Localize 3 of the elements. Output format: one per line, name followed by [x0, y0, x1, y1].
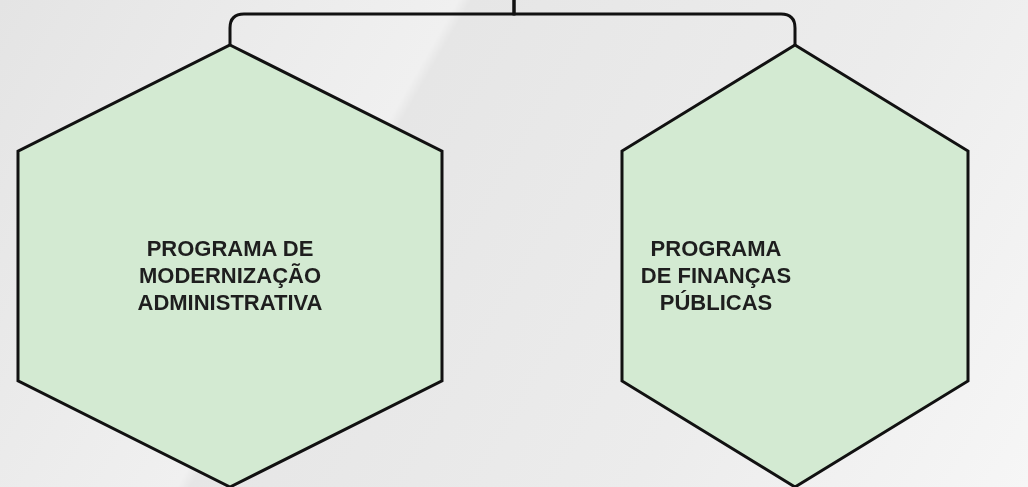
program-title: PROGRAMA DE FINANÇAS PÚBLICAS — [639, 235, 793, 316]
connector-line — [512, 0, 797, 45]
program-title: PROGRAMA DE MODERNIZAÇÃO ADMINISTRATIVA — [136, 235, 324, 316]
